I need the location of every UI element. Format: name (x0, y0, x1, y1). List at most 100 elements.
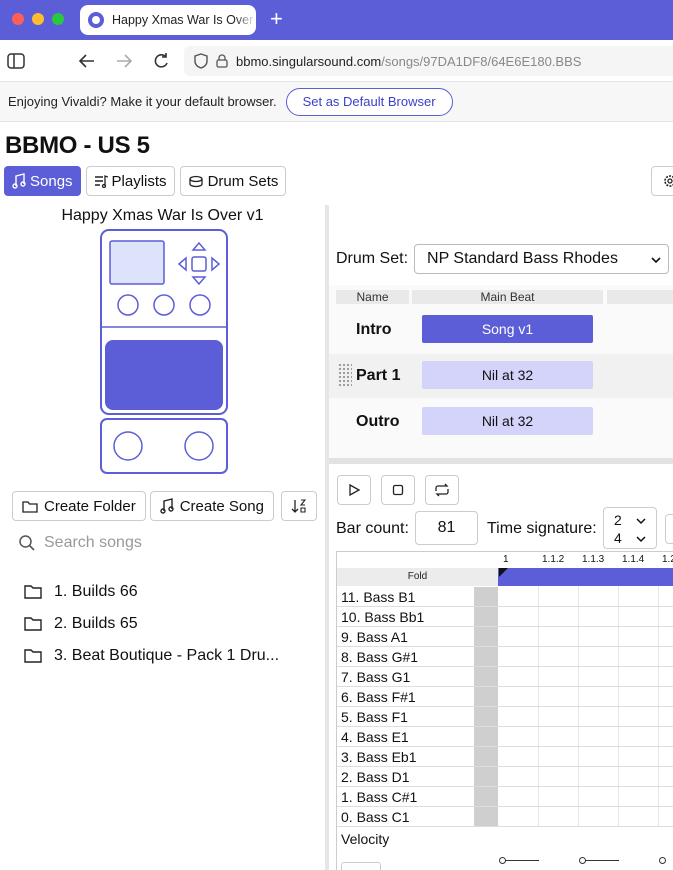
instrument-row[interactable]: 2. Bass D1 (337, 767, 673, 787)
create-folder-button[interactable]: Create Folder (12, 491, 146, 521)
velocity-handle[interactable] (579, 857, 586, 864)
part-row-intro[interactable]: Intro Song v1 (329, 308, 673, 352)
chevron-down-icon (651, 257, 661, 264)
folder-item[interactable]: 2. Builds 65 (24, 608, 314, 640)
instrument-row[interactable]: 9. Bass A1 (337, 627, 673, 647)
sort-icon (291, 499, 307, 513)
main-beat-cell[interactable]: Nil at 32 (422, 407, 593, 435)
instrument-fold-cell (474, 707, 498, 726)
url-field[interactable]: bbmo.singularsound.com/songs/97DA1DF8/64… (184, 46, 673, 76)
page-title: BBMO - US 5 (5, 132, 150, 159)
default-browser-notice: Enjoying Vivaldi? Make it your default b… (0, 82, 673, 122)
drum-icon (188, 175, 203, 188)
timeline-bar[interactable] (498, 568, 673, 586)
window-zoom-button[interactable] (52, 13, 64, 25)
create-folder-label: Create Folder (44, 497, 136, 515)
tab-songs-label: Songs (30, 172, 73, 190)
folder-name: 1. Builds 66 (54, 583, 138, 600)
play-button[interactable] (337, 475, 371, 505)
part-row-part-1[interactable]: Part 1 Nil at 32 (329, 354, 673, 398)
shield-icon[interactable] (194, 53, 208, 69)
part-name: Outro (356, 413, 400, 430)
instrument-row[interactable]: 11. Bass B1 (337, 587, 673, 607)
tempo-field[interactable] (665, 514, 673, 544)
drum-set-picker: Drum Set: NP Standard Bass Rhodes (336, 244, 670, 274)
instrument-row[interactable]: 4. Bass E1 (337, 727, 673, 747)
instrument-row[interactable]: 5. Bass F1 (337, 707, 673, 727)
tab-songs[interactable]: Songs (4, 166, 81, 196)
column-header-name: Name (336, 290, 409, 304)
tab-drum-sets[interactable]: Drum Sets (179, 166, 287, 196)
window-close-button[interactable] (12, 13, 24, 25)
instrument-fold-cell (474, 767, 498, 786)
time-signature-numerator[interactable]: 2 (614, 512, 646, 528)
browser-tab-active[interactable]: Happy Xmas War Is Over v1 (80, 5, 256, 35)
forward-arrow-icon[interactable] (114, 51, 134, 71)
settings-button[interactable] (651, 166, 673, 196)
loop-button[interactable] (425, 475, 459, 505)
song-parts-table: Name Main Beat Intro Song v1 Part 1 Nil … (329, 285, 673, 461)
time-signature-denominator[interactable]: 4 (614, 530, 646, 546)
velocity-handle[interactable] (499, 857, 506, 864)
instrument-name: 9. Bass A1 (341, 629, 408, 645)
part-name: Intro (356, 321, 392, 338)
main-beat-cell[interactable]: Nil at 32 (422, 361, 593, 389)
tab-playlists[interactable]: Playlists (85, 166, 175, 196)
drag-handle-icon[interactable] (338, 363, 352, 387)
back-arrow-icon[interactable] (77, 51, 97, 71)
instrument-row[interactable]: 3. Bass Eb1 (337, 747, 673, 767)
instrument-fold-cell (474, 627, 498, 646)
instrument-row[interactable]: 7. Bass G1 (337, 667, 673, 687)
chevron-down-icon (636, 536, 646, 543)
url-path: /songs/97DA1DF8/64E6E180.BBS (381, 53, 582, 69)
notice-text: Enjoying Vivaldi? Make it your default b… (8, 94, 277, 109)
gear-icon (664, 175, 673, 187)
ruler-tick: 1.1.2 (542, 554, 565, 565)
window-minimize-button[interactable] (32, 13, 44, 25)
instrument-fold-cell (474, 587, 498, 606)
create-song-button[interactable]: Create Song (149, 491, 274, 521)
reload-icon[interactable] (151, 51, 171, 71)
instrument-name: 10. Bass Bb1 (341, 609, 425, 625)
instrument-fold-cell (474, 647, 498, 666)
new-tab-button[interactable]: + (270, 6, 283, 31)
ruler-tick: 1.1.3 (582, 554, 605, 565)
panel-separator[interactable] (329, 458, 673, 464)
stop-button[interactable] (381, 475, 415, 505)
site-favicon-icon (88, 12, 104, 28)
tab-drum-sets-label: Drum Sets (207, 172, 279, 190)
search-input[interactable] (44, 534, 294, 552)
fold-toggle[interactable]: Fold (337, 568, 498, 586)
music-note-icon (160, 498, 174, 514)
time-signature-select[interactable]: 2 4 (603, 507, 657, 549)
ruler-tick: 1 (503, 554, 509, 565)
sidebar-toggle-icon[interactable] (6, 51, 26, 71)
song-file-actions: Create Folder Create Song (12, 491, 274, 521)
instrument-row[interactable]: 10. Bass Bb1 (337, 607, 673, 627)
bar-count-input[interactable]: 81 (415, 511, 478, 545)
folder-item[interactable]: 3. Beat Boutique - Pack 1 Dru... (24, 640, 314, 672)
lock-icon (216, 54, 228, 68)
part-row-outro[interactable]: Outro Nil at 32 (329, 400, 673, 444)
folder-item[interactable]: 1. Builds 66 (24, 576, 314, 608)
main-nav-tabs: Songs Playlists Drum Sets (4, 166, 287, 196)
drum-set-select[interactable]: NP Standard Bass Rhodes (414, 244, 670, 274)
playhead-marker[interactable] (499, 568, 508, 586)
column-header-fill (607, 290, 673, 304)
song-search (18, 532, 308, 554)
sort-button[interactable] (281, 491, 317, 521)
instrument-row[interactable]: 6. Bass F#1 (337, 687, 673, 707)
tab-playlists-label: Playlists (111, 172, 167, 190)
time-signature-label: Time signature: (487, 520, 597, 537)
main-beat-cell[interactable]: Song v1 (422, 315, 593, 343)
velocity-input[interactable] (341, 862, 381, 870)
column-divider[interactable] (325, 205, 329, 870)
set-default-browser-button[interactable]: Set as Default Browser (285, 87, 453, 116)
velocity-handle[interactable] (659, 857, 666, 864)
instrument-row[interactable]: 1. Bass C#1 (337, 787, 673, 807)
folder-name: 2. Builds 65 (54, 615, 138, 632)
instrument-row[interactable]: 8. Bass G#1 (337, 647, 673, 667)
instrument-name: 6. Bass F#1 (341, 689, 416, 705)
address-bar-row: bbmo.singularsound.com/songs/97DA1DF8/64… (0, 40, 673, 82)
instrument-row[interactable]: 0. Bass C1 (337, 807, 673, 827)
